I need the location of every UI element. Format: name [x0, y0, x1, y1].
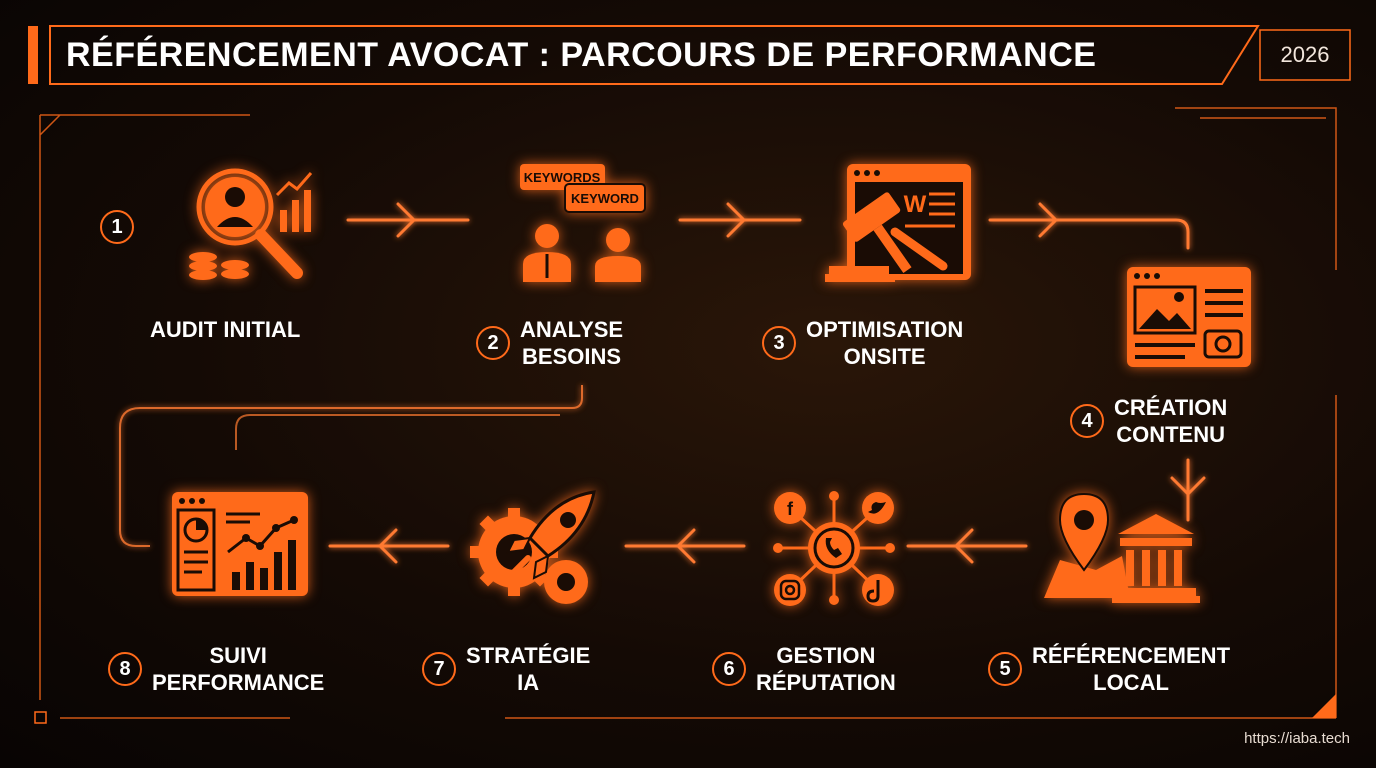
arrow-6-7: [624, 528, 746, 564]
step-number-8: 8: [108, 652, 142, 686]
header: RÉFÉRENCEMENT AVOCAT : PARCOURS DE PERFO…: [50, 26, 1225, 84]
gavel-webpage-icon: W: [825, 164, 971, 282]
step-number-3: 3: [762, 326, 796, 360]
step-8-line-1: SUIVI: [209, 643, 267, 668]
page-title: RÉFÉRENCEMENT AVOCAT : PARCOURS DE PERFO…: [66, 35, 1097, 74]
step-number-1: 1: [100, 210, 134, 244]
step-number-5: 5: [988, 652, 1022, 686]
arrow-5-6: [906, 528, 1028, 564]
title-frame: [49, 25, 1260, 85]
step-number-4: 4: [1070, 404, 1104, 438]
step-number-6: 6: [712, 652, 746, 686]
step-4-line-2: CONTENU: [1116, 422, 1226, 447]
step-7-line-2: IA: [517, 670, 540, 695]
keyword-people-icon: KEYWORDS KEYWORD: [520, 164, 646, 282]
arrow-1-2: [346, 202, 470, 238]
step-2-line-2: BESOINS: [522, 344, 622, 369]
frame-top-right: [1175, 107, 1337, 270]
rocket-gear-icon: [470, 490, 596, 604]
step-2-line-1: ANALYSE: [520, 317, 624, 342]
social-network-icon: f: [773, 491, 895, 606]
footer-url[interactable]: https://iaba.tech: [1244, 730, 1350, 747]
step-3-line-1: OPTIMISATION: [806, 317, 964, 342]
arrow-3-4: [988, 202, 1190, 250]
step-6-line-2: RÉPUTATION: [756, 670, 896, 695]
title-accent-bar: [28, 26, 38, 84]
frame-left: [39, 114, 250, 700]
arrow-4-5: [1170, 458, 1206, 522]
arrow-7-8: [328, 528, 450, 564]
analytics-dashboard-icon: [172, 492, 308, 596]
frame-right: [1100, 395, 1337, 719]
step-5-line-1: RÉFÉRENCEMENT: [1032, 643, 1231, 668]
year-frame: [1259, 29, 1351, 81]
keyword-tag-2: KEYWORD: [571, 191, 639, 206]
magnifier-person-icon: [189, 168, 313, 280]
map-courthouse-icon: [1044, 492, 1200, 603]
frame-square: [34, 711, 47, 724]
step-number-2: 2: [476, 326, 510, 360]
step-8-line-2: PERFORMANCE: [152, 670, 325, 695]
content-webpage-icon: [1127, 267, 1251, 367]
keyword-tag-1: KEYWORDS: [524, 170, 601, 185]
step-4-line-1: CRÉATION: [1114, 395, 1228, 420]
step-1-label: AUDIT INITIAL: [150, 317, 301, 342]
step-3-line-2: ONSITE: [843, 344, 926, 369]
loop-connector-outer: [119, 385, 583, 547]
year-badge: 2026: [1280, 42, 1330, 67]
arrow-2-3: [678, 202, 802, 238]
step-7-line-1: STRATÉGIE: [466, 643, 591, 668]
step-5-line-2: LOCAL: [1093, 670, 1169, 695]
step-number-7: 7: [422, 652, 456, 686]
instagram-icon: [774, 574, 806, 606]
word-mark: W: [904, 191, 927, 218]
frame-corner: [1312, 694, 1336, 718]
facebook-icon: f: [787, 499, 794, 519]
step-6-line-1: GESTION: [776, 643, 876, 668]
loop-connector-inner: [235, 414, 560, 450]
